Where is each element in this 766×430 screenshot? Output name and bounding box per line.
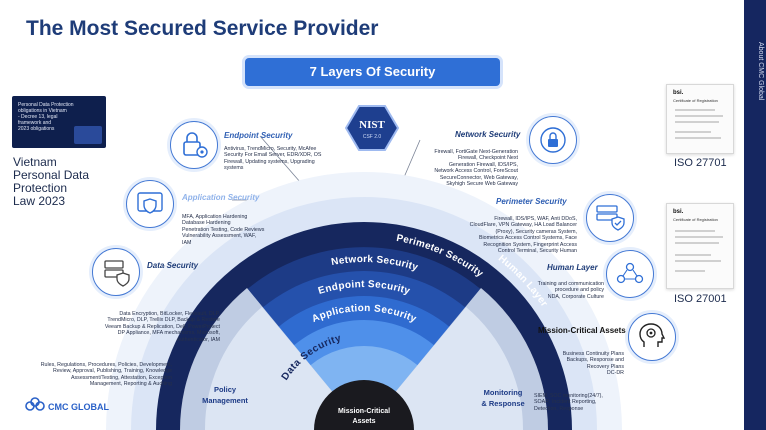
decree-document-cover: Personal Data Protection obligations in … <box>12 96 106 148</box>
fan-label-mission-1: Mission-Critical <box>338 408 390 415</box>
shield-app-icon <box>137 192 163 214</box>
data-desc: Data Encryption, BitLocker, Flexvault, D… <box>104 311 220 343</box>
application-icon-circle <box>126 180 174 228</box>
people-network-icon <box>616 262 644 284</box>
human-desc: Training and communication procedure and… <box>537 281 604 300</box>
application-desc: MFA, Application Hardening Database Hard… <box>182 214 265 246</box>
server-check-icon <box>596 205 625 231</box>
fan-core-mission <box>314 380 414 430</box>
policy-wedge-inner <box>204 307 364 430</box>
iso-27001-label: ISO 27001 <box>674 293 727 305</box>
policy-label-1: Policy <box>214 385 237 394</box>
nist-main: NIST <box>359 119 385 131</box>
vietnam-law-label: Vietnam Personal Data Protection Law 202… <box>13 155 90 208</box>
monitoring-label-2: & Response <box>481 399 524 408</box>
nist-sub: CSF 2.0 <box>363 134 382 140</box>
lock-gear-icon <box>183 132 208 158</box>
policy-label-2: Management <box>202 396 248 405</box>
nist-badge: NIST CSF 2.0 <box>345 105 399 151</box>
perimeter-desc: Firewall, IDS/IPS, WAF, Anti DDoS, Cloud… <box>469 216 577 255</box>
cmc-logo-text: CMC GLOBAL <box>48 402 109 412</box>
application-title: Application Security <box>182 193 260 202</box>
network-lock-icon <box>540 127 566 153</box>
monitoring-label-1: Monitoring <box>484 388 523 397</box>
side-bar-label: About CMC Global <box>757 42 764 101</box>
iso-27701-certificate: bsi. Certificate of Registration <box>666 84 734 154</box>
data-icon-circle <box>92 248 140 296</box>
cmc-logo-icon <box>25 397 45 411</box>
data-title: Data Security <box>147 261 199 270</box>
mission-desc: Business Continuity Plans Backups, Respo… <box>562 351 624 377</box>
policy-desc: Rules, Regulations, Procedures, Policies… <box>40 362 172 388</box>
perimeter-icon-circle <box>586 194 634 242</box>
network-icon-circle <box>529 116 577 164</box>
head-gear-icon <box>639 323 666 347</box>
human-icon-circle <box>606 250 654 298</box>
page-title: The Most Secured Service Provider <box>26 17 379 40</box>
network-desc: Firewall, FortiGate Next-Generation Fire… <box>434 149 518 188</box>
iso-27701-label: ISO 27701 <box>674 157 727 169</box>
fan-label-mission-2: Assets <box>353 418 376 425</box>
server-shield-icon <box>104 260 130 287</box>
endpoint-title: Endpoint Security <box>224 131 293 140</box>
side-bar <box>744 0 766 430</box>
iso-27001-certificate: bsi. Certificate of Registration <box>666 203 734 289</box>
layers-banner-label: 7 Layers Of Security <box>309 64 436 79</box>
mission-icon-circle <box>628 313 676 361</box>
layers-banner: 7 Layers Of Security <box>245 58 500 86</box>
perimeter-title: Perimeter Security <box>496 197 567 206</box>
human-title: Human Layer <box>547 263 598 272</box>
monitoring-desc: SIEM, SOC monitoring(24/7), SOAR, Incide… <box>534 393 603 412</box>
monitoring-wedge-inner <box>364 307 524 430</box>
endpoint-desc: Antivirus, TrendMicro, Security, McAfee … <box>224 146 322 172</box>
mission-title: Mission-Critical Assets <box>538 326 626 335</box>
endpoint-icon-circle <box>170 121 218 169</box>
network-title: Network Security <box>455 130 521 139</box>
